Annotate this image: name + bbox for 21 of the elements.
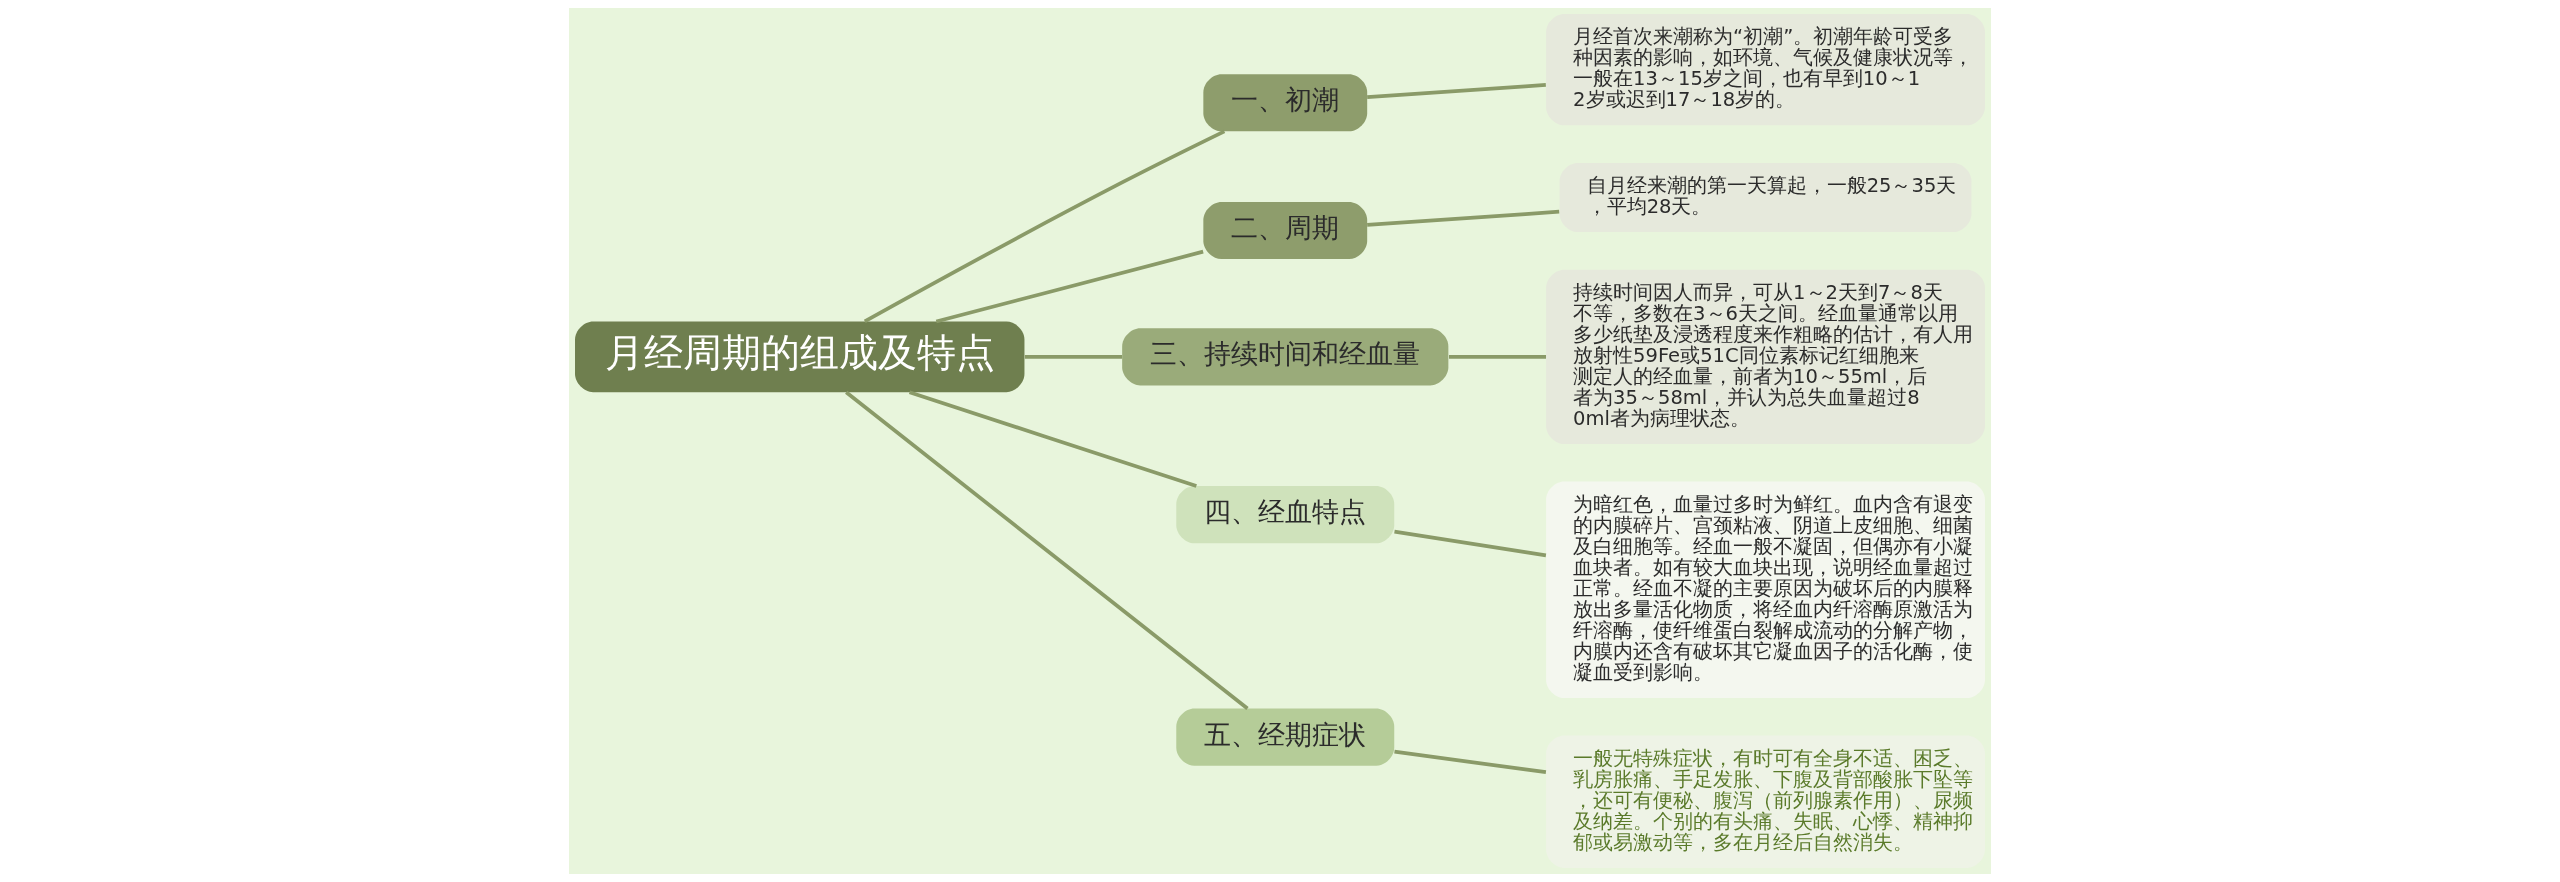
connector: [1449, 354, 1546, 359]
node-box: 月经周期的组成及特点: [575, 321, 1025, 393]
node-box: 四、经血特点: [1176, 486, 1395, 544]
node-box: 月经首次来潮称为“初潮”。初潮年龄可受多种因素的影响，如环境、气候及健康状况等，一般在13～15岁之间，也有早到10～12岁或迟到17～18岁的。: [1546, 14, 1985, 126]
connector: [1024, 354, 1123, 359]
connector: [863, 129, 1226, 323]
connector: [845, 390, 1249, 710]
node-box: 一般无特殊症状，有时可有全身不适、困乏、乳房胀痛、手足发胀、下腹及背部酸胀下坠等，还可有便秘、腹泻（前列腺素作用）、尿频及纳差。个别的有头痛、失眠、心悸、精神抑郁或易激动等，多在月经后自然消失。: [1546, 735, 1985, 868]
node-box: 一、初潮: [1203, 74, 1368, 132]
connector: [908, 390, 1197, 488]
node-box: 二、周期: [1203, 202, 1368, 260]
connector: [1367, 209, 1560, 227]
node-box: 为暗红色，血量过多时为鲜红。血内含有退变的内膜碎片、宫颈粘液、阴道上皮细胞、细菌及白细胞等。经血一般不凝固，但偶亦有小凝血块者。如有较大血块出现，说明经血量超过正常。经血不凝的主要原因为破坏后的内膜释放出多量活化物质，将经血内纤溶酶原激活为纤溶酶，使纤维蛋白裂解成流动的分解产物，内膜内还含有破坏其它凝血因子的活化酶，使凝血受到影响。: [1546, 481, 1985, 699]
connector: [1394, 749, 1547, 775]
node-box: 持续时间因人而异，可从1～2天到7～8天不等，多数在3～6天之间。经血量通常以用多少纸垫及浸透程度来作粗略的估计，有人用放射性59Fe或51C同位素标记红细胞来测定人的经血量，前者为10～55ml，后者为35～58ml，并认为总失血量超过80ml者为病理状态。: [1546, 269, 1985, 444]
connector: [1394, 529, 1547, 558]
node-box: 自月经来潮的第一天算起，一般25～35天，平均28天。: [1559, 162, 1972, 233]
node-box: 三、持续时间和经血量: [1122, 328, 1449, 386]
node-box: 五、经期症状: [1176, 708, 1395, 766]
connector: [1367, 82, 1546, 100]
connector: [935, 249, 1204, 324]
